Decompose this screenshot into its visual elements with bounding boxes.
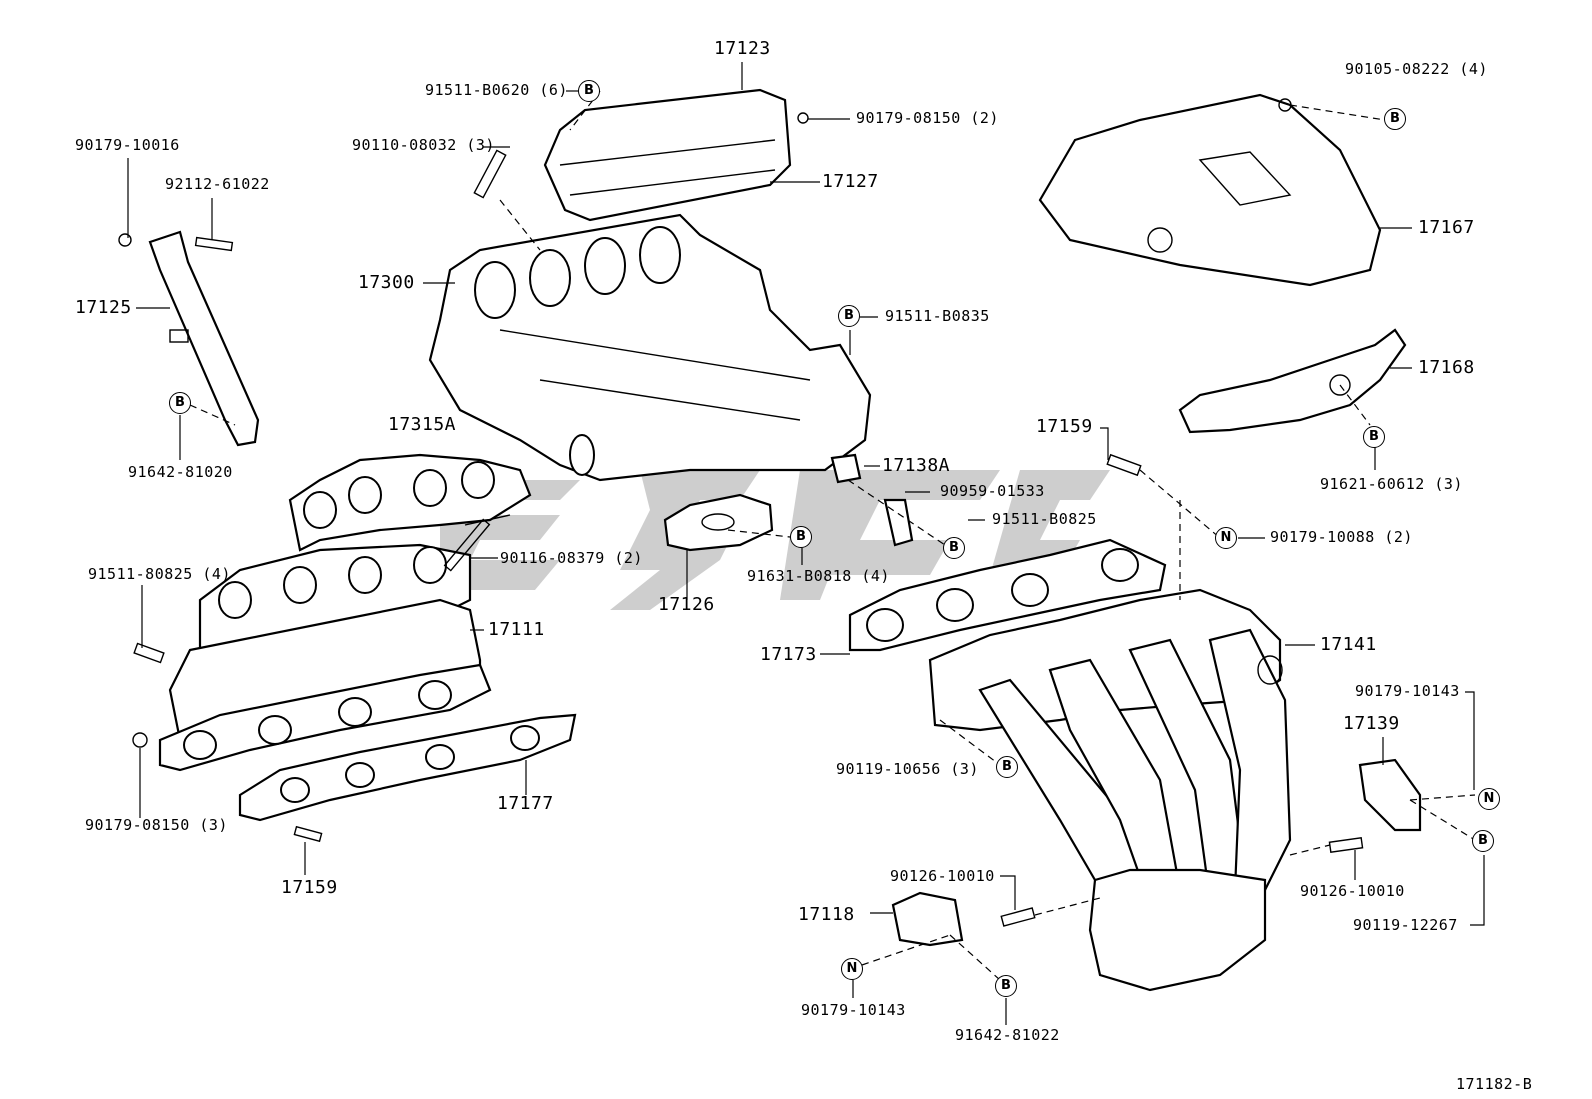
label-91631-b0818: 91631-B0818 (4) <box>747 567 890 585</box>
label-90126-10010-right: 90126-10010 <box>1300 882 1405 900</box>
heat-insulator-17168 <box>1178 328 1407 434</box>
bracket-17139 <box>1358 758 1422 832</box>
label-17141: 17141 <box>1320 634 1377 655</box>
badge-b-90119-12267: B <box>1472 830 1494 852</box>
label-91511-b0825: 91511-B0825 <box>992 510 1097 528</box>
badge-b-90119-10656: B <box>996 756 1018 778</box>
bracket-17118 <box>891 837 1364 947</box>
engine-cover-17167 <box>1038 93 1382 287</box>
label-90119-12267: 90119-12267 <box>1353 916 1458 934</box>
label-17118: 17118 <box>798 904 855 925</box>
label-17315a: 17315A <box>388 414 457 435</box>
label-17300: 17300 <box>358 272 415 293</box>
badge-b-91511-b0835: B <box>838 305 860 327</box>
gasket-17173 <box>848 538 1167 652</box>
label-92112-61022: 92112-61022 <box>165 175 270 193</box>
badge-b-91642-81020: B <box>169 392 191 414</box>
label-17139: 17139 <box>1343 713 1400 734</box>
label-17138a: 17138A <box>882 455 951 476</box>
badge-b-91511-b0620: B <box>578 80 600 102</box>
badge-b-91511-b0825: B <box>943 537 965 559</box>
badge-b-91631-b0818: B <box>790 526 812 548</box>
badge-n-90179-10143-bottom: N <box>841 958 863 980</box>
label-17168: 17168 <box>1418 357 1475 378</box>
label-17177: 17177 <box>497 793 554 814</box>
label-91621-60612: 91621-60612 (3) <box>1320 475 1463 493</box>
figure-id: 171182-B <box>1456 1075 1533 1093</box>
label-90119-10656: 90119-10656 (3) <box>836 760 979 778</box>
label-90179-10088: 90179-10088 (2) <box>1270 528 1413 546</box>
label-90959-01533: 90959-01533 <box>940 482 1045 500</box>
label-17127: 17127 <box>822 171 879 192</box>
label-17173: 17173 <box>760 644 817 665</box>
intake-plenum-17300 <box>428 213 872 482</box>
label-90179-10143-right: 90179-10143 <box>1355 682 1460 700</box>
label-17159-bottom: 17159 <box>281 877 338 898</box>
bracket-17138a <box>830 453 914 547</box>
badge-b-91621-60612: B <box>1363 426 1385 448</box>
gasket-17177 <box>238 713 577 843</box>
bracket-17125 <box>118 230 260 447</box>
label-90105-08222: 90105-08222 (4) <box>1345 60 1488 78</box>
label-17159-top: 17159 <box>1036 416 1093 437</box>
label-17111: 17111 <box>488 619 545 640</box>
label-90126-10010-left: 90126-10010 <box>890 867 995 885</box>
cover-17123 <box>543 88 809 222</box>
label-91511-b0620: 91511-B0620 (6) <box>425 81 568 99</box>
assembly-lines <box>189 90 1476 981</box>
label-91642-81020: 91642-81020 <box>128 463 233 481</box>
label-17125: 17125 <box>75 297 132 318</box>
label-90116-08379: 90116-08379 (2) <box>500 549 643 567</box>
leader-lines <box>127 62 1485 1025</box>
label-17123: 17123 <box>714 38 771 59</box>
intake-manifold-17111 <box>158 514 511 772</box>
label-17126: 17126 <box>658 594 715 615</box>
label-90179-08150-2: 90179-08150 (2) <box>856 109 999 127</box>
badge-b-91642-81022: B <box>995 975 1017 997</box>
label-91642-81022: 91642-81022 <box>955 1026 1060 1044</box>
label-90179-10143-bottom: 90179-10143 <box>801 1001 906 1019</box>
bracket-17126 <box>663 493 774 552</box>
gasket-17315a <box>288 453 532 552</box>
label-91511-b0835: 91511-B0835 <box>885 307 990 325</box>
label-91511-80825: 91511-80825 (4) <box>88 565 231 583</box>
badge-b-90105-08222: B <box>1384 108 1406 130</box>
badge-n-90179-10088: N <box>1215 527 1237 549</box>
exhaust-manifold-17141 <box>928 588 1292 992</box>
label-90179-08150-3: 90179-08150 (3) <box>85 816 228 834</box>
label-90110-08032: 90110-08032 (3) <box>352 136 495 154</box>
label-17167: 17167 <box>1418 217 1475 238</box>
badge-n-90179-10143-right: N <box>1478 788 1500 810</box>
label-90179-10016: 90179-10016 <box>75 136 180 154</box>
fasteners <box>132 149 1142 748</box>
